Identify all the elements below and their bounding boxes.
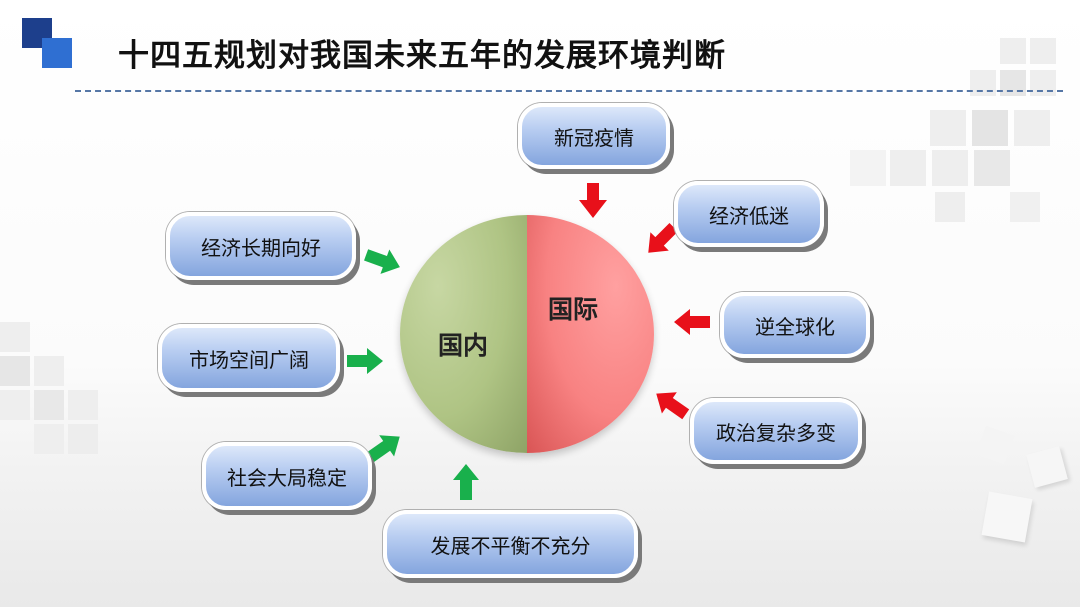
arrow-development [453, 464, 479, 500]
domestic-label: 国内 [438, 331, 489, 360]
center-circle [400, 215, 654, 453]
arrow-economy-good [364, 249, 400, 274]
factor-market: 市场空间广阔 [158, 324, 340, 392]
international-half [527, 215, 654, 453]
arrow-deglobalization [674, 309, 710, 335]
factor-economy-good: 经济长期向好 [166, 212, 356, 280]
arrow-politics [656, 392, 690, 420]
international-label: 国际 [548, 295, 599, 324]
arrow-market [347, 348, 383, 374]
arrow-pandemic [579, 183, 607, 218]
arrow-economy-weak [648, 223, 678, 253]
factor-society: 社会大局稳定 [202, 442, 372, 510]
factor-pandemic: 新冠疫情 [518, 103, 670, 169]
factor-economy-weak: 经济低迷 [674, 181, 824, 247]
page-title: 十四五规划对我国未来五年的发展环境判断 [118, 38, 726, 74]
title-divider [75, 90, 1063, 92]
arrow-society [366, 435, 400, 463]
domestic-half [400, 215, 527, 453]
factor-deglobalization: 逆全球化 [720, 292, 870, 358]
factor-development: 发展不平衡不充分 [383, 510, 638, 578]
factor-politics: 政治复杂多变 [690, 398, 862, 464]
